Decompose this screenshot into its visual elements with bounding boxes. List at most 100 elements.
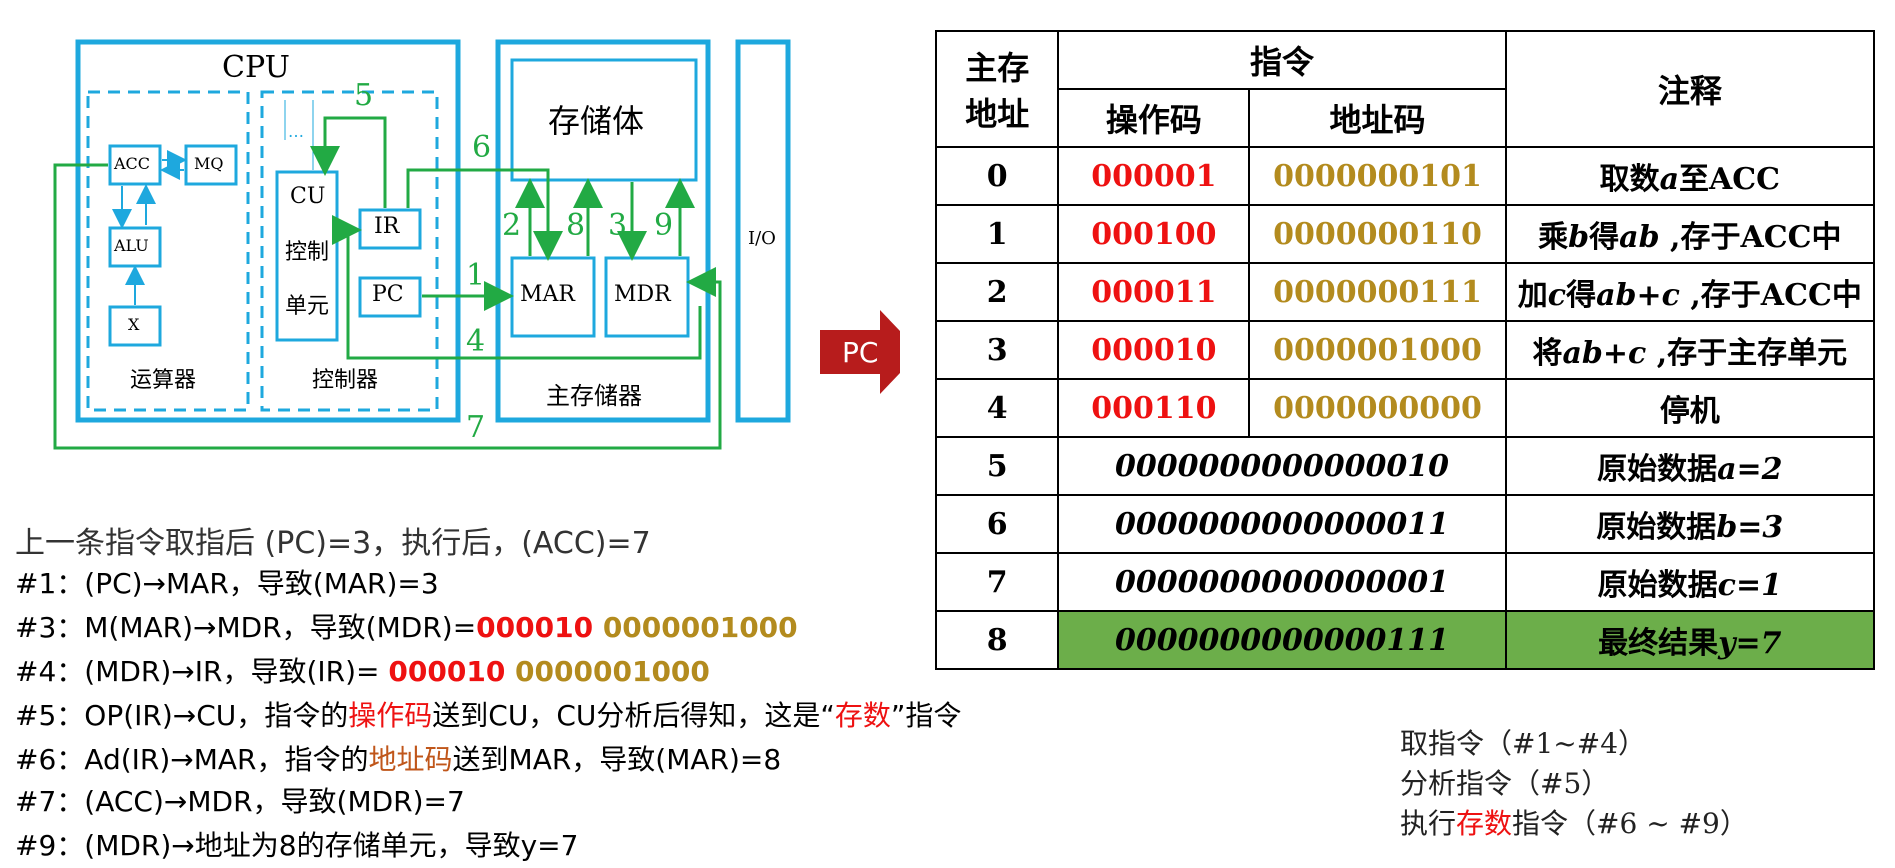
storage-body-box xyxy=(510,58,698,182)
step-label-5: 5 xyxy=(354,78,374,113)
alu-group-box xyxy=(86,90,250,412)
table-row: 2 000011 0000000111 加c得ab+c ,存于ACC中 xyxy=(934,262,1876,322)
legend-execute: 执行存数指令（#6 ~ #9） xyxy=(1400,807,1748,840)
step-label-8: 8 xyxy=(566,208,586,243)
io-label: I/O xyxy=(748,228,776,249)
row-opcode: 000100 xyxy=(1057,204,1251,264)
row-note: 加c得ab+c ,存于ACC中 xyxy=(1504,262,1876,322)
step-label-7: 7 xyxy=(466,410,486,445)
explain-line-4: #5：OP(IR)→CU，指令的操作码送到CU，CU分析后得知，这是“存数”指令 xyxy=(15,699,962,732)
row-note: 原始数据c=1 xyxy=(1504,552,1876,612)
table-row: 3 000010 0000001000 将ab+c ,存于主存单元 xyxy=(934,320,1876,380)
ir-label: IR xyxy=(374,214,400,239)
cu-label-1: CU xyxy=(290,184,326,209)
step-label-4: 4 xyxy=(466,324,486,359)
row-addr: 0 xyxy=(934,146,1060,206)
dots-label: … xyxy=(288,122,304,141)
explain-line-7: #9：(MDR)→地址为8的存储单元，导致y=7 xyxy=(15,829,579,862)
row-opcode: 000110 xyxy=(1057,378,1251,438)
storage-body-label: 存储体 xyxy=(548,102,645,140)
row-addr: 4 xyxy=(934,378,1060,438)
header-addrcode: 地址码 xyxy=(1248,88,1507,148)
header-note: 注释 xyxy=(1504,30,1876,148)
x-label: X xyxy=(128,315,140,334)
ctrl-group-label: 控制器 xyxy=(312,368,379,393)
row-opcode: 000011 xyxy=(1057,262,1251,322)
row-addrcode: 0000000111 xyxy=(1248,262,1507,322)
row-note: 原始数据a=2 xyxy=(1504,436,1876,496)
row-addr: 1 xyxy=(934,204,1060,264)
alu-label: ALU xyxy=(114,236,149,255)
mar-label: MAR xyxy=(520,282,575,307)
row-addr: 2 xyxy=(934,262,1060,322)
step-label-1: 1 xyxy=(466,258,486,293)
cu-label-3: 单元 xyxy=(285,294,330,319)
table-row: 5 0000000000000010 原始数据a=2 xyxy=(934,436,1876,496)
row-note: 乘b得ab ,存于ACC中 xyxy=(1504,204,1876,264)
mdr-label: MDR xyxy=(614,282,671,307)
row-value: 0000000000000001 xyxy=(1057,552,1507,612)
row-note: 原始数据b=3 xyxy=(1504,494,1876,554)
cpu-title: CPU xyxy=(222,50,290,85)
row-addrcode: 0000001000 xyxy=(1248,320,1507,380)
step-label-9: 9 xyxy=(654,208,674,243)
explain-line-5: #6：Ad(IR)→MAR，指令的地址码送到MAR，导致(MAR)=8 xyxy=(15,743,782,776)
table-row: 0 000001 0000000101 取数a至ACC xyxy=(934,146,1876,206)
row-addrcode: 0000000000 xyxy=(1248,378,1507,438)
explain-line-2: #3：M(MAR)→MDR，导致(MDR)=000010 0000001000 xyxy=(15,611,798,644)
row-addr: 7 xyxy=(934,552,1060,612)
flow-6 xyxy=(406,168,563,261)
pc-box xyxy=(358,276,422,318)
cu-label-2: 控制 xyxy=(285,240,330,265)
control-group-box xyxy=(260,90,439,412)
row-value: 0000000000000010 xyxy=(1057,436,1507,496)
row-value: 0000000000000011 xyxy=(1057,494,1507,554)
header-instr: 指令 xyxy=(1057,30,1507,90)
mdr-box xyxy=(604,256,690,338)
acc-label: ACC xyxy=(114,154,151,173)
row-note: 最终结果y=7 xyxy=(1504,610,1876,670)
alu-group-label: 运算器 xyxy=(130,368,197,393)
table-row: 6 0000000000000011 原始数据b=3 xyxy=(934,494,1876,554)
row-note: 取数a至ACC xyxy=(1504,146,1876,206)
pc-arrow-label: PC xyxy=(842,336,879,369)
header-addr: 主存地址 xyxy=(934,30,1060,148)
row-addr: 5 xyxy=(934,436,1060,496)
legend-decode: 分析指令（#5） xyxy=(1400,767,1610,800)
step-label-2: 2 xyxy=(502,208,522,243)
pc-arrow-shape xyxy=(820,310,900,394)
flow-7 xyxy=(53,163,722,450)
cpu-memory-diagram xyxy=(53,39,900,450)
io-box xyxy=(735,39,791,423)
row-value: 0000000000000111 xyxy=(1057,610,1507,670)
explain-line-1: #1：(PC)→MAR，导致(MAR)=3 xyxy=(15,567,439,600)
main-memory-box xyxy=(495,39,711,423)
pc-label: PC xyxy=(372,282,404,307)
header-opcode: 操作码 xyxy=(1057,88,1251,148)
x-box xyxy=(108,305,162,347)
mem-group-label: 主存储器 xyxy=(546,382,642,410)
row-opcode: 000010 xyxy=(1057,320,1251,380)
cpu-box xyxy=(75,39,461,423)
row-addr: 6 xyxy=(934,494,1060,554)
table-row: 7 0000000000000001 原始数据c=1 xyxy=(934,552,1876,612)
table-row-final: 8 0000000000000111 最终结果y=7 xyxy=(934,610,1876,670)
explain-line-3: #4：(MDR)→IR，导致(IR)= 000010 0000001000 xyxy=(15,655,710,688)
row-opcode: 000001 xyxy=(1057,146,1251,206)
explain-line-0: 上一条指令取指后 (PC)=3，执行后，(ACC)=7 xyxy=(15,526,651,561)
table-row: 1 000100 0000000110 乘b得ab ,存于ACC中 xyxy=(934,204,1876,264)
instruction-table: 主存地址 指令 注释 操作码 地址码 0 000001 0000000101 取… xyxy=(934,30,1876,670)
cu-box xyxy=(275,170,339,342)
row-note: 停机 xyxy=(1504,378,1876,438)
table-row: 4 000110 0000000000 停机 xyxy=(934,378,1876,438)
flow-4 xyxy=(332,215,702,360)
legend-fetch: 取指令（#1~#4） xyxy=(1400,727,1647,760)
step-label-6: 6 xyxy=(472,130,492,165)
row-addr: 8 xyxy=(934,610,1060,670)
row-addr: 3 xyxy=(934,320,1060,380)
flow-5 xyxy=(310,116,387,208)
step-label-3: 3 xyxy=(608,208,628,243)
row-note: 将ab+c ,存于主存单元 xyxy=(1504,320,1876,380)
row-addrcode: 0000000101 xyxy=(1248,146,1507,206)
explain-line-6: #7：(ACC)→MDR，导致(MDR)=7 xyxy=(15,785,465,818)
